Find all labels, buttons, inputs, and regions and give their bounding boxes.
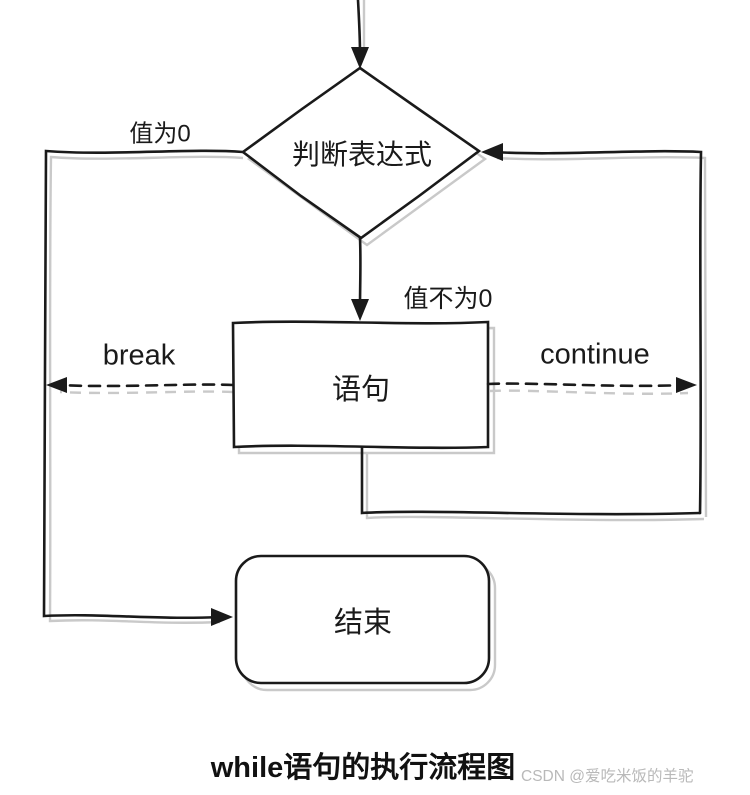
entry-arrowhead-icon bbox=[351, 47, 369, 69]
entry-line bbox=[356, 0, 362, 56]
break-edge-shadow bbox=[59, 390, 234, 395]
condition-node-label: 判断表达式 bbox=[291, 139, 433, 170]
continue-arrowhead-icon bbox=[676, 377, 697, 393]
continue-edge-shadow bbox=[489, 389, 689, 395]
watermark-text: CSDN @爱吃米饭的羊驼 bbox=[521, 768, 694, 785]
break-arrowhead-icon bbox=[46, 377, 67, 393]
loop-back-line bbox=[491, 149, 703, 515]
end-rect-shape bbox=[234, 554, 491, 685]
statement-arrowhead-icon bbox=[351, 299, 369, 321]
end-arrowhead-icon bbox=[211, 608, 233, 626]
condition-diamond-shape bbox=[240, 66, 482, 240]
nonzero-branch-label: 值不为0 bbox=[403, 285, 493, 313]
break-edge-line bbox=[56, 383, 235, 388]
break-edge-label: break bbox=[102, 339, 176, 372]
loop-arrowhead-icon bbox=[481, 143, 503, 161]
loop-down-shadow bbox=[365, 453, 705, 522]
zero-branch-shadow bbox=[48, 155, 244, 624]
loop-up-shadow bbox=[496, 156, 708, 518]
statement-rect-shape bbox=[231, 320, 490, 450]
diagram-title: while语句的执行流程图 bbox=[210, 752, 516, 784]
zero-branch-label: 值为0 bbox=[129, 120, 191, 148]
continue-edge-line bbox=[486, 382, 686, 388]
continue-edge-label: continue bbox=[540, 338, 650, 371]
end-node-label: 结束 bbox=[333, 607, 393, 639]
statement-loop-line bbox=[360, 445, 702, 516]
statement-node-label: 语句 bbox=[331, 374, 391, 406]
ink-layer bbox=[42, 0, 703, 685]
zero-branch-line bbox=[42, 149, 245, 620]
